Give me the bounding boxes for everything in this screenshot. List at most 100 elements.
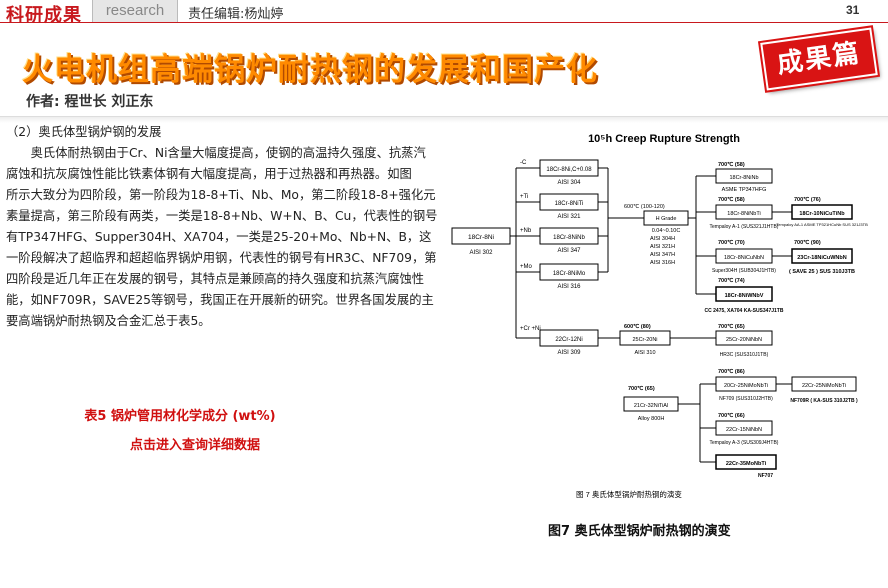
box-label: Alloy 800H bbox=[638, 416, 665, 422]
stage3-value: 700℃ (70) bbox=[718, 239, 745, 246]
box-label: AISI 347 bbox=[557, 248, 581, 254]
section-tab-research[interactable]: research bbox=[92, 0, 178, 22]
edge-label-cr-ni: +Cr +Ni bbox=[520, 326, 541, 332]
box-label: NF709 (SUS310J2HTB) bbox=[719, 396, 773, 402]
edge-label-mo: +Mo bbox=[520, 264, 533, 270]
body-paragraph-2: 所示大致分为四阶段，第一阶段为18-8+Ti、Nb、Mo，第二阶段18-8+强化… bbox=[6, 188, 438, 328]
figure-inner-caption: 图 7 奥氏体型锅炉耐热钢的演变 bbox=[576, 489, 682, 499]
box-text: 18Cr-10NiCuTiNb bbox=[799, 211, 845, 217]
box-text: 25Cr-20NiNbN bbox=[726, 337, 762, 343]
box-23cr-18nicuwnbn bbox=[791, 248, 853, 264]
box-18cr-8ni-root bbox=[451, 227, 511, 245]
h-grade-label: AISI 347H bbox=[650, 252, 675, 258]
box-18cr-8nicunbn bbox=[715, 248, 773, 264]
h-grade-box-1: H Grade bbox=[656, 216, 677, 222]
box-25cr-20ninbn bbox=[715, 330, 773, 346]
stage3-value: 700℃ (58) bbox=[718, 196, 745, 203]
h-grade-value: 600℃ (100-120) bbox=[624, 204, 665, 210]
brand-logo-text: 科研成果 bbox=[6, 5, 82, 26]
box-label: Tempaloy A-3 (SUS309J4HTB) bbox=[710, 440, 779, 446]
box-text: 22Cr-12Ni bbox=[555, 337, 582, 343]
box-label: AISI 321 bbox=[557, 214, 581, 220]
article-title: 火电机组高端锅炉耐热钢的发展和国产化 bbox=[22, 52, 598, 88]
box-label: AISI 309 bbox=[557, 350, 581, 356]
h-grade-label: AISI 304H bbox=[650, 236, 675, 242]
box-18cr-8niti bbox=[539, 193, 599, 211]
box-label: Tempaloy A-1 (SUS321J1HTB) bbox=[710, 224, 779, 230]
box-label: ( SAVE 25 ) SUS 310J3TB bbox=[789, 269, 855, 275]
box-text: 20Cr-25NiMoNbTi bbox=[724, 383, 768, 389]
edge-label-c: -C bbox=[520, 160, 527, 166]
final-box-text: 22Cr-25NiMoNbTi bbox=[802, 383, 846, 389]
branch-25cr-value: 600℃ (80) bbox=[624, 323, 651, 330]
box-22cr-35monbti bbox=[715, 454, 777, 470]
box-h-grade bbox=[643, 210, 689, 226]
figure-caption: 图7 奥氏体型锅炉耐热钢的演变 bbox=[548, 524, 731, 539]
box-22cr-15ninbn bbox=[715, 420, 773, 436]
austenitic-steel-evolution-diagram: 10⁵h Creep Rupture Strength 18Cr-8Ni AIS… bbox=[451, 133, 868, 499]
h-grade-label: AISI 321H bbox=[650, 244, 675, 250]
box-label: ASME TP347HFG bbox=[722, 187, 767, 193]
box-text: 22Cr-15NiNbN bbox=[726, 427, 762, 433]
box-label: AISI 310 bbox=[634, 350, 655, 356]
child-value: 700℃ (66) bbox=[718, 412, 745, 419]
box-text: 18Cr-8NiWNbV bbox=[725, 293, 764, 299]
root-label: AISI 302 bbox=[469, 250, 493, 256]
box-label: AISI 304 bbox=[557, 180, 581, 186]
article-body: （2）奥氏体型锅炉钢的发展 奥氏体耐热钢由于Cr、Ni含量大幅度提高，使钢的高温… bbox=[6, 122, 438, 332]
table-5-link[interactable]: 表5 锅炉管用材化学成分 (wt%) bbox=[84, 409, 276, 424]
child-value: 700℃ (86) bbox=[718, 368, 745, 375]
stage4-value: 700℃ (76) bbox=[794, 196, 821, 203]
section-heading: （2）奥氏体型锅炉钢的发展 bbox=[6, 125, 162, 139]
stage4-value: 700℃ (90) bbox=[794, 239, 821, 246]
box-text: 18Cr-8NiMo bbox=[553, 271, 586, 277]
box-text: 23Cr-18NiCuWNbN bbox=[797, 255, 847, 261]
box-text: 18Cr-8NiNb bbox=[553, 235, 585, 241]
box-18cr-8niwnbv bbox=[715, 286, 773, 302]
h-grade-label: AISI 316H bbox=[650, 260, 675, 266]
stage3-value: 700℃ (58) bbox=[718, 161, 745, 168]
h-grade-box-2: 0.04~0.10C bbox=[652, 228, 681, 234]
query-details-link[interactable]: 点击进入查询详细数据 bbox=[129, 438, 260, 453]
box-18cr-8ninb-fg bbox=[715, 168, 773, 184]
box-20cr-25nimonbti bbox=[715, 376, 777, 392]
box-18cr-8nimo bbox=[539, 263, 599, 281]
box-text: 25Cr-20Ni bbox=[632, 337, 657, 343]
final-box-label: NF709R ( KA-SUS 310J2TB ) bbox=[790, 398, 858, 404]
achievement-badge: 成果篇 bbox=[760, 27, 878, 91]
body-paragraph-1: 奥氏体耐热钢由于Cr、Ni含量大幅度提高，使钢的高温持久强度、抗蒸汽腐蚀和抗灰腐… bbox=[6, 146, 426, 181]
box-text: 18Cr-8NiNb bbox=[729, 175, 758, 181]
box-label: Super304H (SUB304J1HTB) bbox=[712, 268, 776, 274]
stage3-value: 700℃ (74) bbox=[718, 277, 745, 284]
box-label: AISI 316 bbox=[557, 284, 581, 290]
box-text: 18Cr-8NiCuNbN bbox=[724, 255, 764, 261]
box-text: 18Cr-8Ni,C+0.08 bbox=[546, 167, 592, 173]
root-box-text: 18Cr-8Ni bbox=[468, 234, 494, 241]
box-text: 18Cr-8NiTi bbox=[555, 201, 584, 207]
box-18cr-8ninbti bbox=[715, 204, 773, 220]
box-22cr-25nimonbti bbox=[791, 376, 857, 392]
page-number: 31 bbox=[846, 3, 860, 17]
box-text: 18Cr-8NiNbTi bbox=[727, 211, 760, 217]
edge-label-ti: +Ti bbox=[520, 194, 528, 200]
box-label: NF707 bbox=[758, 473, 773, 479]
box-label: CC 2475, XA704 KA-SUS347J1TB bbox=[705, 308, 784, 314]
branch-25cr-next-value: 700℃ (65) bbox=[718, 323, 745, 330]
box-18cr-10nicutinb bbox=[791, 204, 853, 220]
box-22cr-12ni bbox=[539, 329, 599, 347]
title-divider bbox=[0, 116, 888, 123]
box-text: 21Cr-32NiTiAl bbox=[634, 403, 668, 409]
header-divider bbox=[0, 22, 888, 23]
box-18cr-8ninb bbox=[539, 227, 599, 245]
branch-21cr-value: 700℃ (65) bbox=[628, 385, 655, 392]
figure-title: 10⁵h Creep Rupture Strength bbox=[588, 133, 740, 145]
box-label: HR3C (SUS310J1TB) bbox=[720, 352, 769, 358]
box-21cr-32nitial bbox=[623, 396, 679, 412]
article-authors: 作者: 程世长 刘正东 bbox=[26, 94, 154, 110]
box-label: Tempaloy AA-1 ASME TP321HCuNb SUS 321J3T… bbox=[776, 222, 868, 227]
box-18cr-8ni-c bbox=[539, 159, 599, 177]
box-25cr-20ni bbox=[619, 330, 671, 346]
editor-credit: 责任编辑:杨灿婷 bbox=[188, 7, 284, 22]
box-text: 22Cr-35MoNbTi bbox=[726, 461, 767, 467]
edge-label-nb: +Nb bbox=[520, 228, 532, 234]
